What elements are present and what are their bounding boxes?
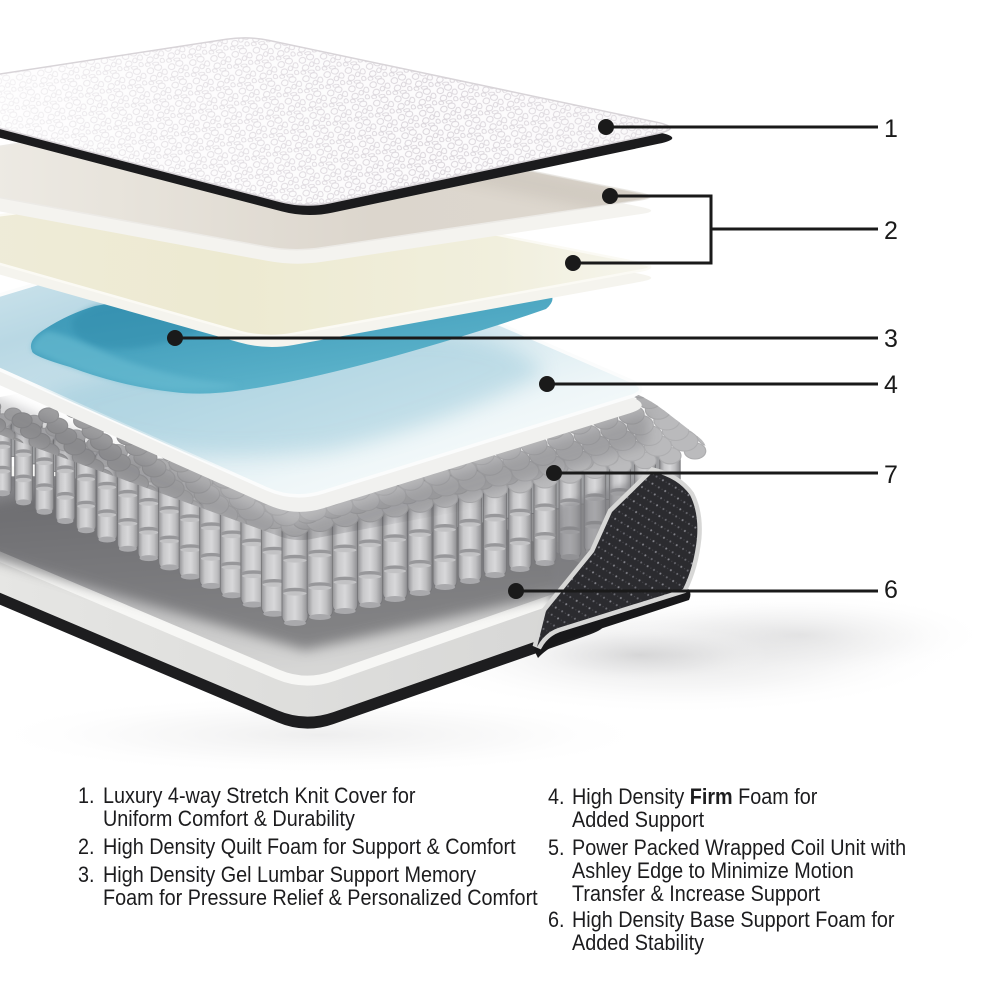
svg-text:7: 7 [884,461,898,489]
svg-text:1: 1 [884,115,898,143]
svg-text:6: 6 [884,576,898,604]
svg-text:2: 2 [884,217,898,245]
svg-text:4: 4 [884,371,898,399]
svg-text:3: 3 [884,325,898,353]
